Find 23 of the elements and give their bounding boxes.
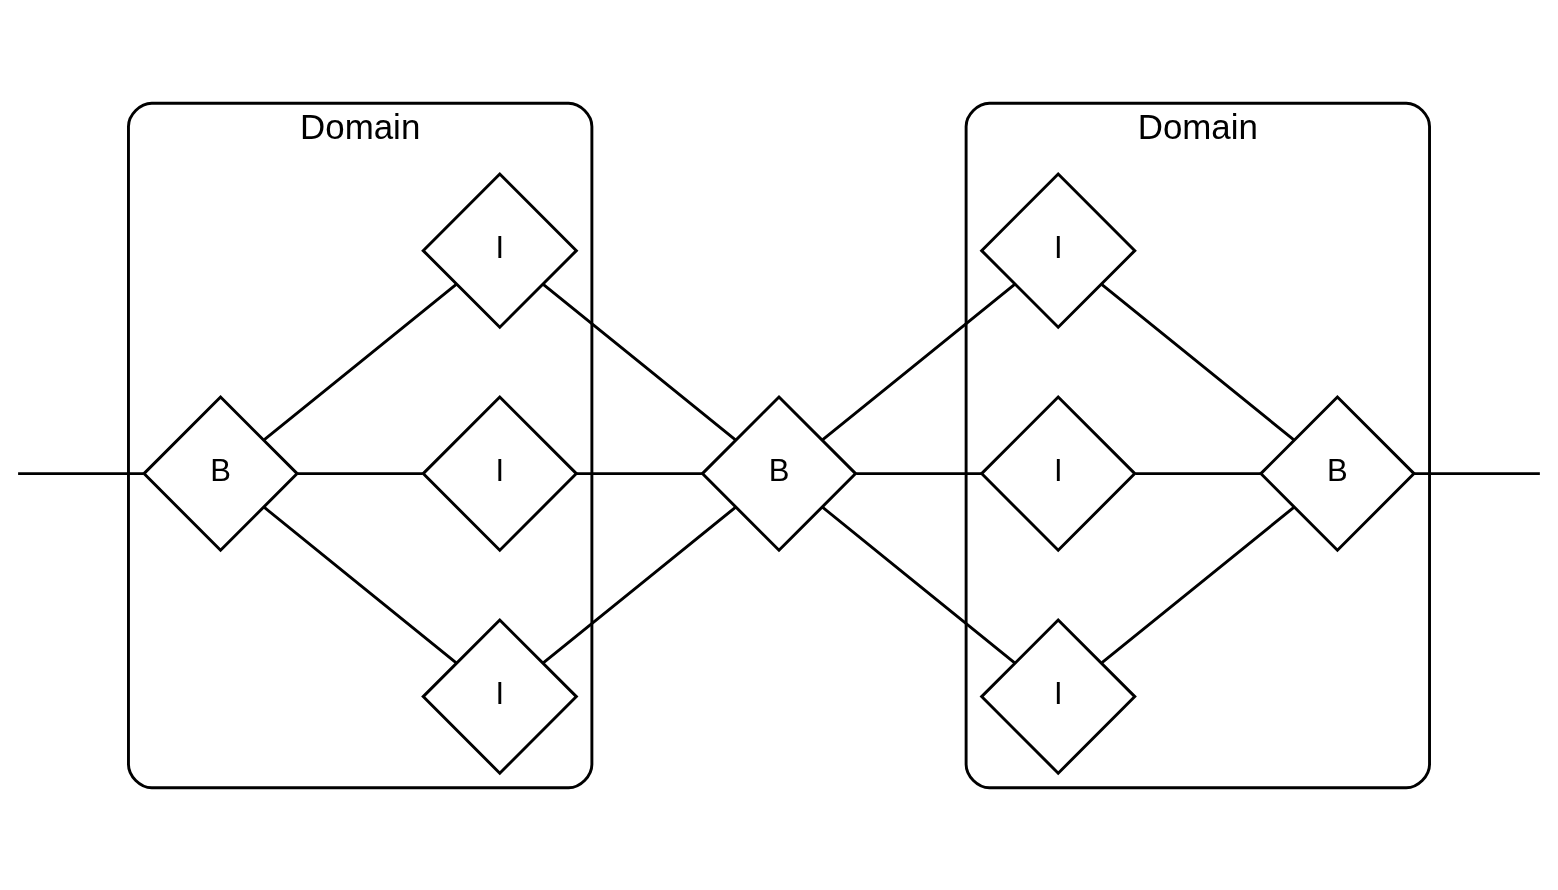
connector <box>263 505 458 664</box>
connector <box>576 471 702 475</box>
connector <box>1101 505 1296 664</box>
connector <box>1101 282 1296 441</box>
connector <box>18 471 144 475</box>
node-diamond: I <box>421 617 579 775</box>
connector <box>821 505 1016 664</box>
connector <box>1414 471 1540 475</box>
connector <box>856 471 982 475</box>
connector <box>263 282 458 441</box>
connector <box>542 505 737 664</box>
node-diamond: I <box>979 617 1137 775</box>
node-diamond: B <box>1258 394 1417 552</box>
node-diamond: B <box>141 394 300 552</box>
connector <box>297 471 423 475</box>
node-diamond: I <box>421 171 579 329</box>
node-diamond: I <box>979 394 1137 552</box>
node-diamond: I <box>421 394 579 552</box>
node-diamond: B <box>700 394 858 552</box>
connector <box>821 282 1016 441</box>
node-diamond: I <box>979 171 1137 329</box>
connector <box>542 282 737 441</box>
connector <box>1135 471 1261 475</box>
